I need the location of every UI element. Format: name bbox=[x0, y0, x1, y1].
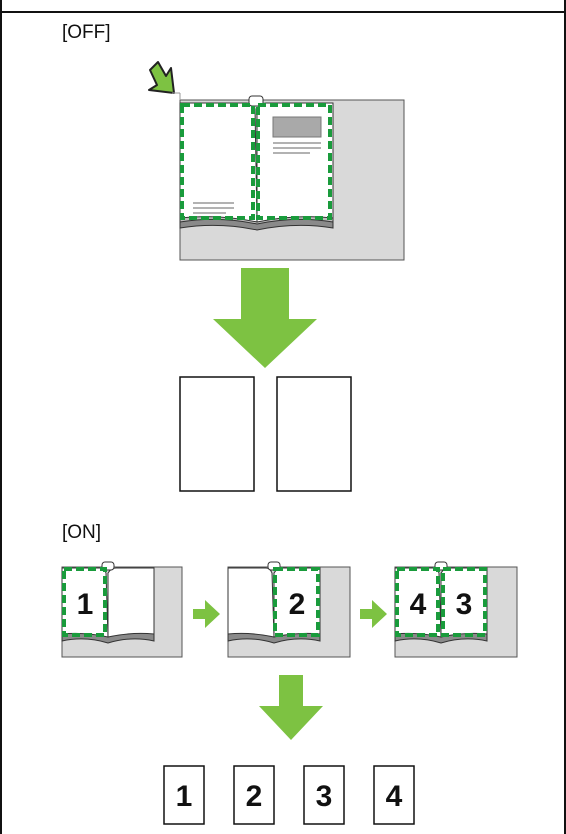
output-page-number: 4 bbox=[386, 780, 403, 813]
on-scan-3 bbox=[394, 561, 518, 658]
output-page-number: 2 bbox=[246, 780, 263, 813]
on-output-page-1 bbox=[163, 765, 205, 825]
scan-area-left-off bbox=[180, 103, 255, 220]
output-page-number: 1 bbox=[176, 780, 193, 813]
scan3-right-page-number: 3 bbox=[456, 588, 473, 621]
on-section-label: [ON] bbox=[62, 522, 102, 543]
off-section-label: [OFF] bbox=[62, 22, 111, 43]
right-arrow-icon bbox=[193, 600, 220, 628]
off-output-page-left bbox=[179, 376, 255, 492]
off-output-page-right bbox=[276, 376, 352, 492]
on-output-page-2 bbox=[233, 765, 275, 825]
corner-position-arrow-icon bbox=[148, 61, 181, 100]
output-page-number: 3 bbox=[316, 780, 333, 813]
scan3-left-page-number: 4 bbox=[410, 588, 427, 621]
on-output-pages bbox=[163, 765, 415, 825]
on-scan-1 bbox=[61, 561, 183, 658]
right-arrow-icon bbox=[360, 600, 387, 628]
scan2-page-number: 2 bbox=[289, 588, 306, 621]
on-output-page-3 bbox=[303, 765, 345, 825]
scan-area-right-off bbox=[256, 103, 332, 220]
down-arrow-icon bbox=[213, 268, 317, 368]
down-arrow-icon bbox=[259, 675, 323, 740]
scan1-page-number: 1 bbox=[77, 588, 94, 621]
on-scan-2 bbox=[227, 561, 351, 658]
on-output-page-4 bbox=[373, 765, 415, 825]
